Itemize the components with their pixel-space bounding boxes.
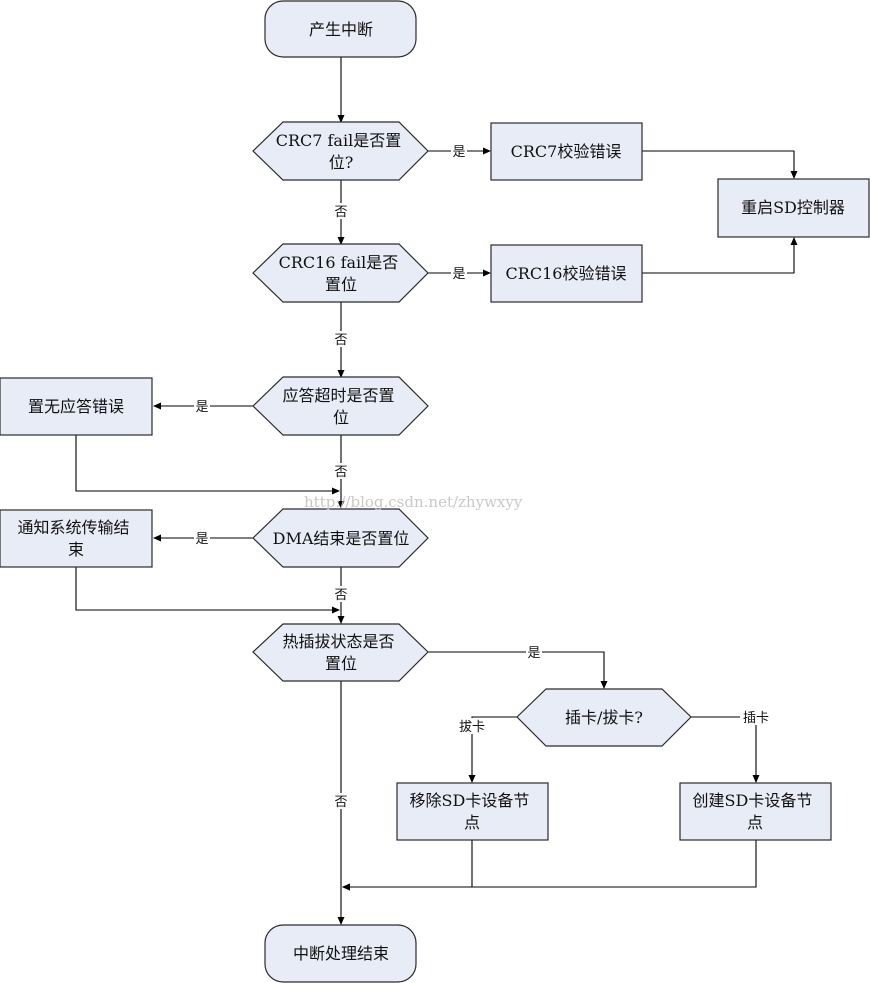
svg-text:创建SD卡设备节 点: 创建SD卡设备节 点 xyxy=(693,791,818,832)
crc16-fail-decision: CRC16 fail是否 置位 xyxy=(252,243,429,303)
svg-text:通知系统传输结 束: 通知系统传输结 束 xyxy=(17,518,134,559)
insert-remove-decision: 插卡/拔卡? xyxy=(516,688,692,747)
edge-crc7err-to-restart xyxy=(642,150,798,179)
edge-label-crc16-yes: 是 xyxy=(452,267,465,282)
crc7-error-box: CRC7校验错误 xyxy=(490,122,643,181)
svg-text:重启SD控制器: 重启SD控制器 xyxy=(741,198,845,217)
edge-removenode-to-merge xyxy=(342,840,473,891)
dma-end-decision: DMA结束是否置位 xyxy=(252,508,429,568)
create-sd-node-box: 创建SD卡设备节 点 xyxy=(679,782,832,841)
edge-label-crc16-no: 否 xyxy=(334,333,347,348)
start-node: 产生中断 xyxy=(264,0,417,58)
crc7-fail-decision: CRC7 fail是否置 位? xyxy=(252,121,429,181)
svg-text:应答超时是否置 位: 应答超时是否置 位 xyxy=(282,386,399,427)
svg-text:CRC16 fail是否 置位: CRC16 fail是否 置位 xyxy=(279,253,404,294)
hotplug-status-decision: 热插拔状态是否 置位 xyxy=(252,623,429,682)
end-node: 中断处理结束 xyxy=(264,924,417,983)
svg-text:中断处理结束: 中断处理结束 xyxy=(293,944,389,963)
watermark: http://blog.csdn.net/zhywxyy xyxy=(304,493,523,511)
restart-sd-controller-box: 重启SD控制器 xyxy=(717,178,870,238)
edge-insert-card xyxy=(691,716,760,783)
edge-label-dma-no: 否 xyxy=(334,588,347,603)
edge-label-dma-yes: 是 xyxy=(195,532,208,547)
edge-label-hotplug-no: 否 xyxy=(334,795,347,810)
edge-label-insert-card: 插卡 xyxy=(743,711,769,726)
no-response-error-box: 置无应答错误 xyxy=(0,377,153,436)
svg-text:DMA结束是否置位: DMA结束是否置位 xyxy=(273,529,410,548)
edge-labels: 是 否 是 否 是 否 是 否 是 拔卡 插卡 否 xyxy=(194,143,772,810)
crc16-error-box: CRC16校验错误 xyxy=(490,244,643,303)
edge-createnode-to-merge xyxy=(342,840,757,891)
svg-text:CRC7 fail是否置 位?: CRC7 fail是否置 位? xyxy=(276,131,407,172)
edge-noresp-to-merge xyxy=(75,435,340,495)
svg-text:CRC16校验错误: CRC16校验错误 xyxy=(506,264,627,283)
svg-text:插卡/拔卡?: 插卡/拔卡? xyxy=(565,708,643,727)
svg-text:CRC7校验错误: CRC7校验错误 xyxy=(511,142,622,161)
response-timeout-decision: 应答超时是否置 位 xyxy=(252,376,429,436)
edge-notify-to-merge xyxy=(75,567,340,614)
svg-text:热插拔状态是否 置位: 热插拔状态是否 置位 xyxy=(282,632,399,673)
edge-label-timeout-no: 否 xyxy=(334,465,347,480)
edge-label-remove-card: 拔卡 xyxy=(459,720,485,735)
svg-text:置无应答错误: 置无应答错误 xyxy=(28,397,124,416)
remove-sd-node-box: 移除SD卡设备节 点 xyxy=(396,782,549,841)
edge-hotplug-yes xyxy=(428,651,608,689)
edge-remove-card xyxy=(468,716,517,783)
notify-transfer-end-box: 通知系统传输结 束 xyxy=(0,509,153,568)
edge-label-crc7-no: 否 xyxy=(334,205,347,220)
svg-text:移除SD卡设备节 点: 移除SD卡设备节 点 xyxy=(410,791,535,832)
svg-text:产生中断: 产生中断 xyxy=(309,20,373,39)
edge-label-timeout-yes: 是 xyxy=(195,400,208,415)
edge-label-hotplug-yes: 是 xyxy=(527,646,540,661)
edge-crc16err-to-restart xyxy=(642,237,798,274)
edge-label-crc7-yes: 是 xyxy=(452,145,465,160)
